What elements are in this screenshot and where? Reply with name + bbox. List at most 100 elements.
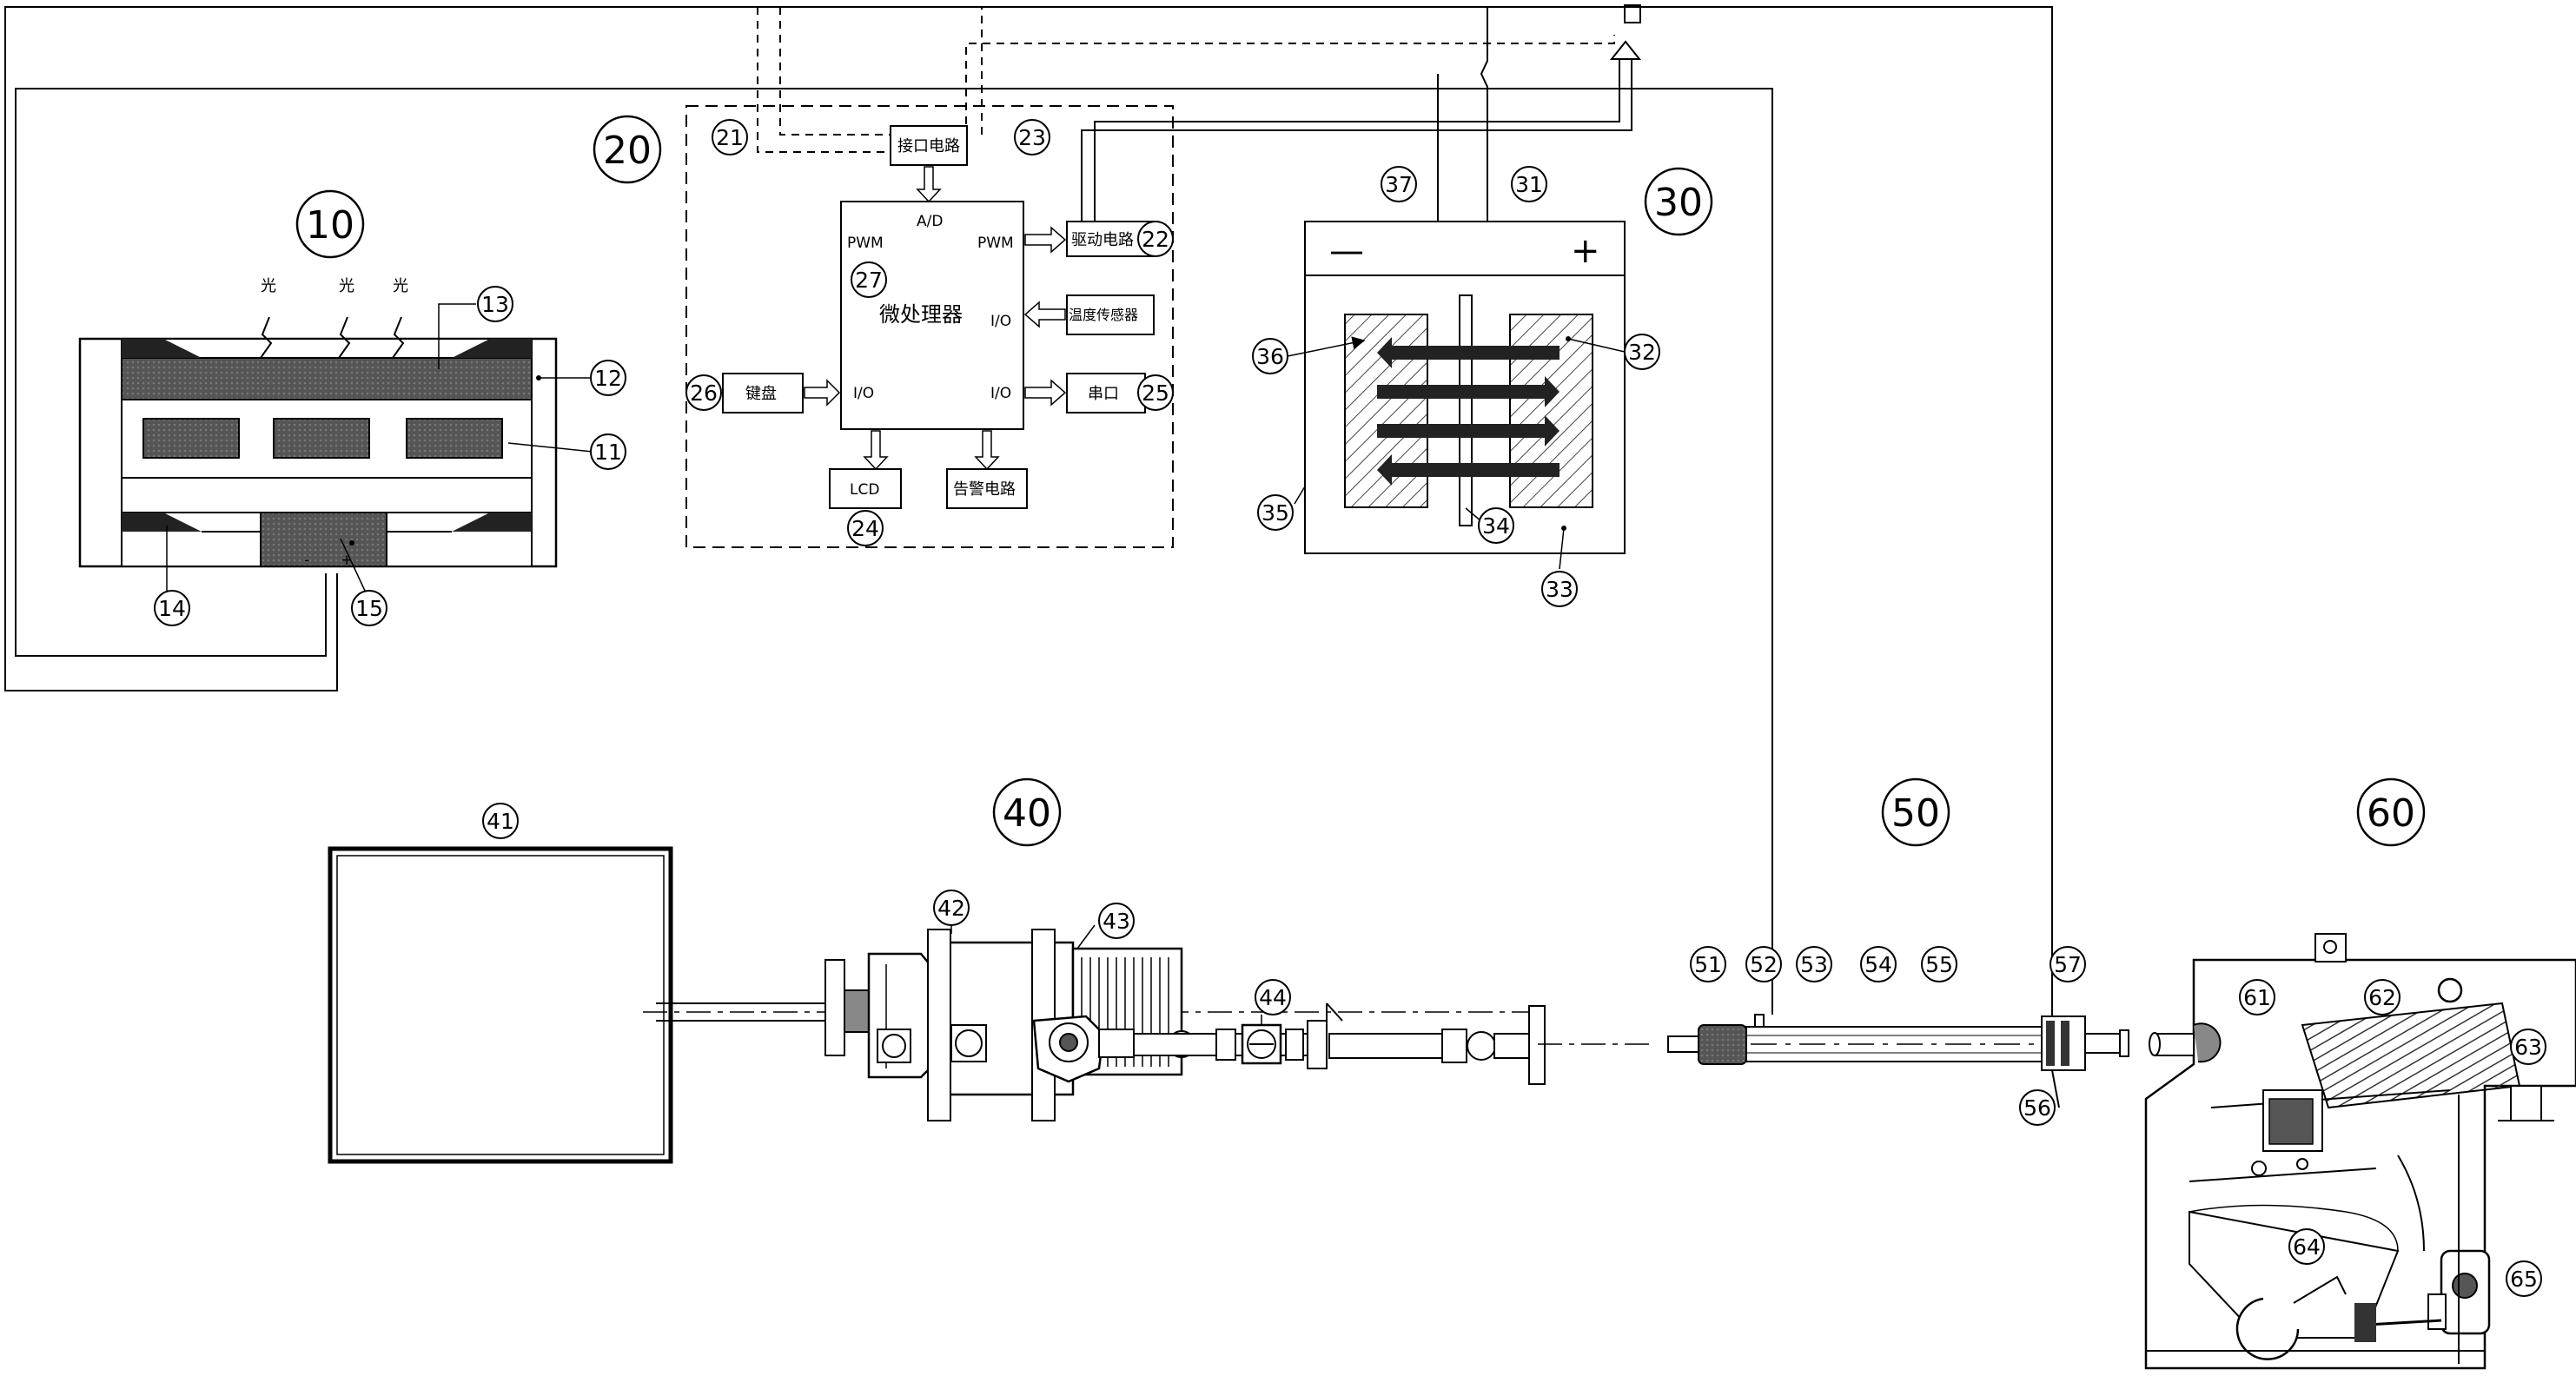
serial-port-box xyxy=(1066,373,1146,413)
callout-51: 51 xyxy=(1690,946,1726,982)
svg-text:25: 25 xyxy=(1142,380,1169,406)
svg-text:24: 24 xyxy=(851,516,879,541)
svg-text:62: 62 xyxy=(2368,985,2396,1010)
svg-text:50: 50 xyxy=(1891,791,1940,836)
microprocessor-box xyxy=(840,201,1024,430)
end-cap-51 xyxy=(1698,1024,1747,1065)
module-50-pipe xyxy=(1538,943,2129,1108)
svg-text:32: 32 xyxy=(1628,340,1656,365)
cell-plus: + xyxy=(341,552,353,569)
wiring xyxy=(4,4,2053,943)
lcd-label: LCD xyxy=(850,481,879,499)
svg-text:65: 65 xyxy=(2510,1267,2538,1292)
svg-text:54: 54 xyxy=(1864,952,1892,977)
svg-text:52: 52 xyxy=(1750,952,1778,977)
callout-55: 55 xyxy=(1921,946,1957,982)
svg-text:35: 35 xyxy=(1262,500,1289,526)
callout-26: 26 xyxy=(685,374,722,411)
cell-11-a xyxy=(142,418,240,459)
svg-text:10: 10 xyxy=(306,203,354,248)
callout-27: 27 xyxy=(851,261,887,298)
svg-text:14: 14 xyxy=(158,596,186,621)
callout-24: 24 xyxy=(847,510,884,546)
module-60-water-heater xyxy=(2144,933,2576,1370)
callout-61: 61 xyxy=(2239,979,2275,1015)
callout-52: 52 xyxy=(1745,946,1782,982)
interface-circuit-box xyxy=(890,125,968,166)
arrow-right-2 xyxy=(1377,415,1560,447)
svg-text:34: 34 xyxy=(1482,513,1510,539)
alarm-circuit-box xyxy=(946,468,1028,509)
seal-bottom-right xyxy=(452,513,532,532)
svg-text:26: 26 xyxy=(690,380,718,406)
callout-11: 11 xyxy=(590,433,626,470)
svg-text:43: 43 xyxy=(1103,909,1130,934)
light-label-1: 光 xyxy=(261,277,276,295)
pwm-label-right: PWM xyxy=(977,235,1014,252)
junction-box-15 xyxy=(260,512,387,567)
svg-text:63: 63 xyxy=(2514,1035,2542,1060)
callout-65: 65 xyxy=(2506,1260,2542,1297)
module-10-solar-cell: 光 光 光 - + xyxy=(78,277,593,592)
seal-top-right xyxy=(452,339,532,358)
svg-text:27: 27 xyxy=(855,268,883,293)
section-label-60: 60 xyxy=(2356,777,2426,847)
drive-circuit-label: 驱动电路 xyxy=(1071,231,1134,249)
svg-text:40: 40 xyxy=(1003,791,1051,836)
callout-22: 22 xyxy=(1137,221,1174,257)
svg-text:61: 61 xyxy=(2243,985,2271,1010)
callout-33: 33 xyxy=(1541,571,1578,607)
module-20-controller: A/D PWM PWM I/O I/O I/O 微处理器 接口电路 驱动电路 温… xyxy=(685,105,1174,548)
temp-sensor-label: 温度传感器 xyxy=(1069,307,1138,323)
wire-cell-minus xyxy=(15,88,1773,943)
svg-text:13: 13 xyxy=(481,292,509,317)
wire-cell-plus xyxy=(4,6,1642,691)
io-label-1: I/O xyxy=(990,313,1011,330)
svg-text:55: 55 xyxy=(1925,952,1953,977)
callout-57: 57 xyxy=(2050,946,2086,982)
callout-32: 32 xyxy=(1624,334,1660,370)
callout-54: 54 xyxy=(1860,946,1897,982)
microprocessor-label: 微处理器 xyxy=(879,302,963,327)
callout-62: 62 xyxy=(2364,979,2401,1015)
section-label-30: 30 xyxy=(1644,167,1713,236)
section-labels: 10 20 30 40 50 60 xyxy=(295,115,2426,847)
serial-port-label: 串口 xyxy=(1088,385,1119,403)
callout-44: 44 xyxy=(1255,979,1291,1015)
svg-text:31: 31 xyxy=(1515,172,1543,197)
svg-text:44: 44 xyxy=(1259,985,1287,1010)
lcd-box xyxy=(829,468,902,509)
svg-text:53: 53 xyxy=(1800,952,1828,977)
io-label-2: I/O xyxy=(853,385,874,402)
module-40-pump xyxy=(328,846,1546,1164)
callout-31: 31 xyxy=(1511,166,1547,202)
cell-minus: - xyxy=(304,552,309,569)
part-callouts: 11 12 13 14 15 21 22 23 24 25 26 27 31 3… xyxy=(154,119,2546,1297)
tube-53 xyxy=(1745,1026,2043,1062)
callout-35: 35 xyxy=(1257,494,1294,531)
svg-text:51: 51 xyxy=(1694,952,1722,977)
module-30-battery: — + xyxy=(1287,221,1626,570)
alarm-circuit-label: 告警电路 xyxy=(953,480,1016,499)
light-label-3: 光 xyxy=(393,277,408,295)
callout-34: 34 xyxy=(1478,507,1514,544)
callout-42: 42 xyxy=(933,890,970,926)
callout-15: 15 xyxy=(351,590,387,626)
port-52 xyxy=(1754,1014,1765,1028)
cell-11-b xyxy=(273,418,370,459)
battery-plus: + xyxy=(1571,231,1600,271)
arrow-right-1 xyxy=(1377,376,1560,407)
wire-to-57 xyxy=(1642,6,2053,943)
section-label-40: 40 xyxy=(992,777,1062,847)
callout-53: 53 xyxy=(1796,946,1832,982)
seal-14-left xyxy=(122,513,202,532)
callout-56: 56 xyxy=(2019,1089,2056,1126)
svg-text:33: 33 xyxy=(1546,577,1573,602)
callout-64: 64 xyxy=(2288,1228,2325,1265)
section-label-20: 20 xyxy=(593,115,662,184)
svg-text:22: 22 xyxy=(1142,227,1169,252)
callout-21: 21 xyxy=(712,119,748,155)
callout-12: 12 xyxy=(590,360,626,396)
